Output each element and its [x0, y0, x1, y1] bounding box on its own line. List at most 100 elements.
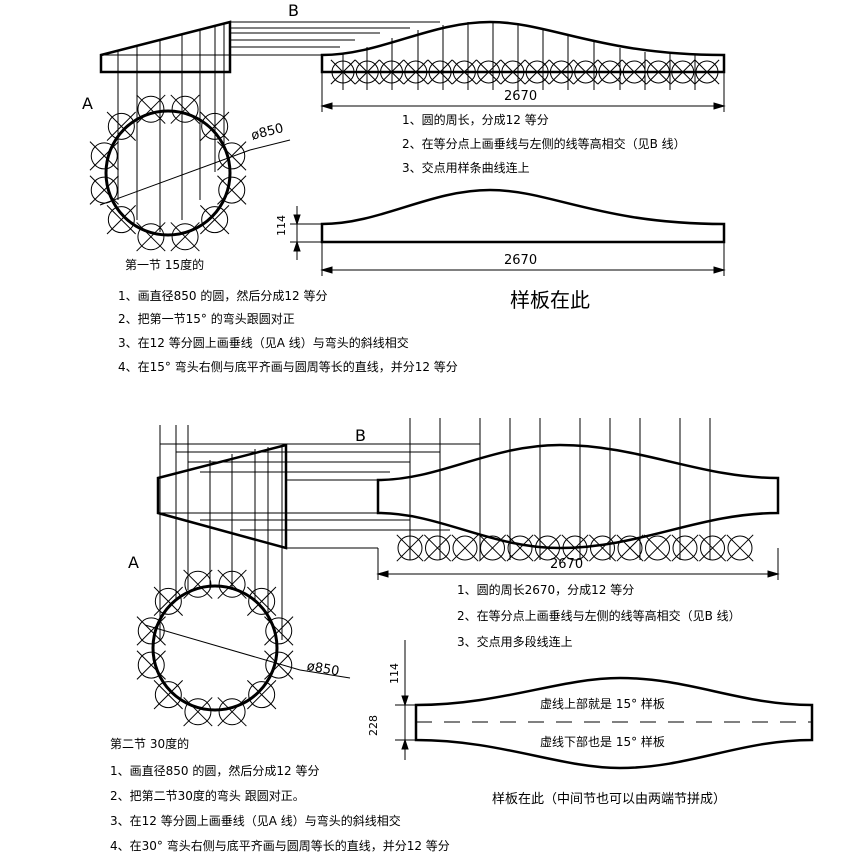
- b-projection-lines-bottom: [158, 443, 480, 549]
- dimension-2670-bottom: 2670: [550, 557, 584, 572]
- step-right-top-2: 2、在等分点上画垂线与左侧的线等高相交（见B 线）: [402, 137, 686, 151]
- circle-850-top: [99, 109, 291, 237]
- ring-marker-cross: [200, 205, 230, 235]
- ring-marker-cross: [136, 94, 166, 124]
- dimension-2670-top-1: 2670: [504, 89, 538, 104]
- ring-marker: [265, 617, 293, 645]
- strip-marker-cross: [646, 59, 671, 85]
- strip-marker-cross: [330, 59, 356, 85]
- ring-marker: [137, 617, 165, 645]
- step-left-bottom-3: 3、在12 等分圆上画垂线（见A 线）与弯头的斜线相交: [110, 814, 401, 828]
- ring-marker: [184, 570, 212, 598]
- strip-marker-cross: [698, 534, 727, 562]
- step-left-bottom-4: 4、在30° 弯头右侧与底平齐画与圆周等长的直线，并分12 等分: [110, 839, 450, 853]
- strip-marker-cross: [726, 534, 754, 562]
- ring-marker: [137, 223, 165, 251]
- strip-marker: [535, 535, 560, 561]
- dimension-114-top: [290, 206, 322, 260]
- note-lower-template: 虚线下部也是 15° 样板: [540, 735, 665, 749]
- strip-marker: [428, 60, 452, 84]
- dimension-2670-top-2: 2670: [504, 253, 538, 268]
- section-title-top: 第一节 15度的: [125, 258, 205, 272]
- ring-marker-cross: [200, 111, 230, 141]
- strip-marker: [727, 535, 753, 561]
- strip-marker: [646, 60, 670, 84]
- ring-marker-cross: [136, 650, 166, 680]
- step-left-top-3: 3、在12 等分圆上画垂线（见A 线）与弯头的斜线相交: [118, 336, 409, 350]
- template-shape-top: [320, 188, 726, 244]
- template-shape-bottom: [414, 676, 814, 770]
- step-right-bottom-2: 2、在等分点上画垂线与左侧的线等高相交（见B 线）: [457, 609, 741, 623]
- label-a-bottom: A: [128, 553, 139, 572]
- strip-marker: [507, 535, 533, 561]
- dimension-line-top-2: [320, 242, 726, 276]
- ring-marker: [201, 112, 229, 140]
- step-left-top-1: 1、画直径850 的圆，然后分成12 等分: [118, 289, 328, 303]
- step-right-top-1: 1、圆的周长，分成12 等分: [402, 113, 549, 127]
- ring-marker-cross: [264, 616, 294, 646]
- strip-marker-cross: [476, 59, 502, 85]
- step-left-top-4: 4、在15° 弯头右侧与底平齐画与圆周等长的直线，并分12 等分: [118, 360, 458, 374]
- circle-850-bottom: [144, 584, 351, 712]
- ring-marker-cross: [217, 697, 247, 727]
- strip-marker: [331, 60, 355, 84]
- ring-marker: [107, 206, 135, 234]
- label-a-top: A: [82, 94, 93, 113]
- ring-marker: [218, 698, 246, 726]
- ring-marker-cross: [247, 680, 277, 710]
- strip-marker: [671, 60, 695, 84]
- strip-marker-cross: [500, 59, 526, 85]
- ring-marker-cross: [183, 569, 213, 599]
- strip-marker: [700, 535, 725, 561]
- step-right-bottom-3: 3、交点用多段线连上: [457, 635, 573, 649]
- strip-marker-cross: [643, 534, 672, 562]
- strip-marker-cross: [427, 59, 453, 85]
- strip-marker-cross: [451, 534, 479, 562]
- ring-marker: [107, 112, 135, 140]
- strip-marker-cross: [588, 534, 617, 562]
- ring-marker-cross: [217, 141, 247, 171]
- ring-marker-cross: [217, 569, 247, 599]
- ring-marker-cross: [153, 680, 183, 710]
- strip-marker-cross: [616, 534, 644, 562]
- ring-marker-cross: [170, 222, 200, 252]
- ring-marker-cross: [247, 586, 277, 616]
- strip-marker-cross: [671, 534, 699, 562]
- note-upper-template: 虚线上部就是 15° 样板: [540, 697, 665, 711]
- strip-marker: [695, 60, 719, 84]
- dimension-114-228-bottom: [395, 640, 416, 760]
- strip-marker-cross: [478, 534, 507, 562]
- strip-marker-cross: [396, 534, 424, 562]
- strip-marker: [380, 60, 404, 84]
- strip-circle-markers-top: [330, 59, 720, 85]
- ring-marker-cross: [89, 141, 119, 171]
- strip-marker: [452, 60, 476, 84]
- template-strip-top: [320, 20, 726, 74]
- ring-marker-cross: [183, 697, 213, 727]
- template-label-top: 样板在此: [510, 288, 590, 312]
- strip-marker-cross: [423, 534, 452, 562]
- ring-marker-cross: [136, 616, 166, 646]
- ring-circle-markers-top: [89, 94, 247, 252]
- dimension-line-bottom: [376, 548, 780, 580]
- ring-circle-markers-bottom: [136, 569, 294, 727]
- ring-marker-cross: [89, 175, 119, 205]
- strip-marker-cross: [573, 59, 599, 85]
- strip-marker: [590, 535, 615, 561]
- template-label-bottom: 样板在此（中间节也可以由两端节拼成）: [492, 792, 727, 807]
- elbow-30-shape: [156, 443, 288, 550]
- ring-marker: [154, 587, 182, 615]
- ring-marker: [218, 142, 246, 170]
- ring-marker-cross: [106, 205, 136, 235]
- strip-marker-cross: [533, 534, 562, 562]
- strip-marker: [598, 60, 622, 84]
- step-left-bottom-2: 2、把第二节30度的弯头 跟圆对正。: [110, 789, 305, 803]
- dimension-228-bottom-label: 228: [367, 715, 380, 736]
- strip-marker: [404, 60, 428, 84]
- ring-marker: [171, 223, 199, 251]
- strip-marker: [622, 60, 646, 84]
- step-left-bottom-1: 1、画直径850 的圆，然后分成12 等分: [110, 764, 320, 778]
- ring-marker: [248, 587, 276, 615]
- ring-marker-cross: [136, 222, 166, 252]
